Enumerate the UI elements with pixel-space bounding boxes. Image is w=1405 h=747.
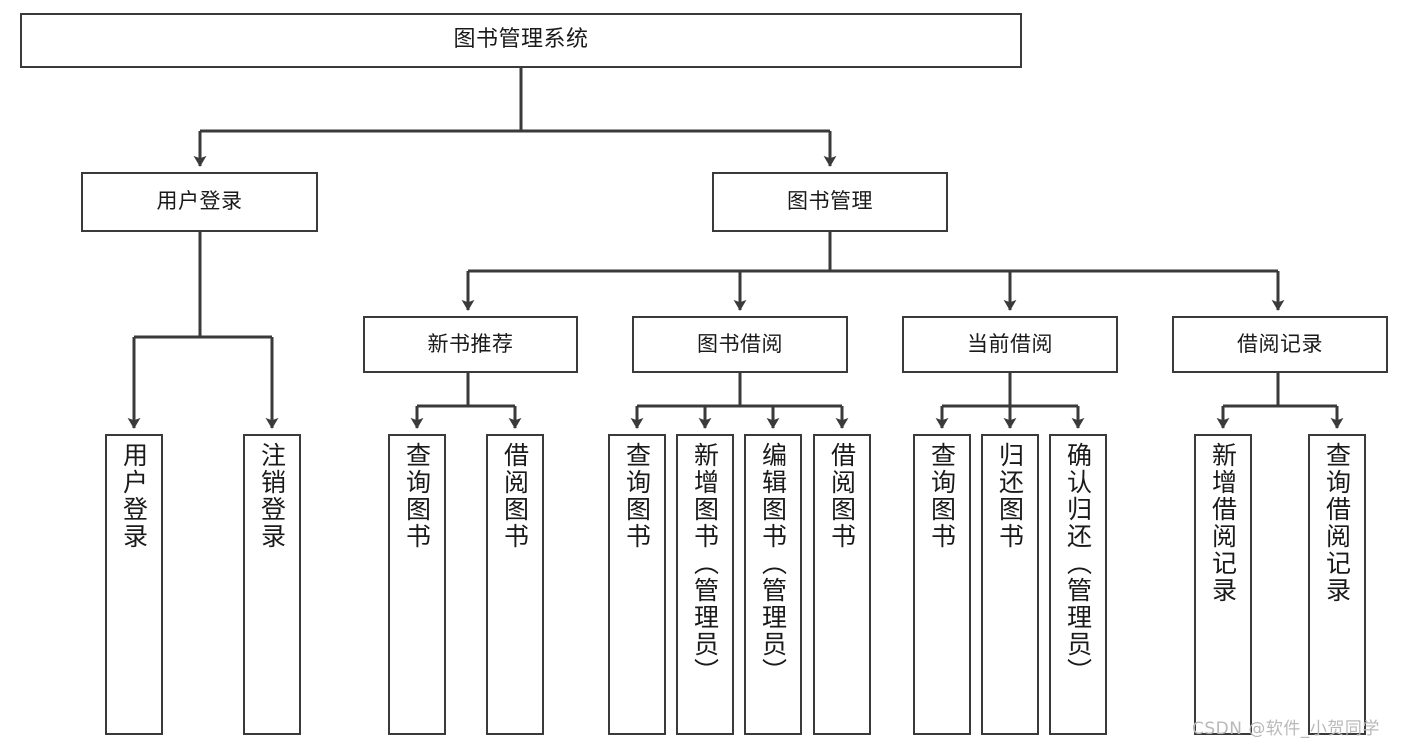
leaf-query-books-borrow-label: 查询图书 — [622, 442, 652, 550]
leaf-add-borrow-record[interactable]: 新增借阅记录 — [1194, 434, 1252, 735]
leaf-confirm-return-admin-label: 确认归还（管理员） — [1063, 442, 1093, 685]
leaf-return-books[interactable]: 归还图书 — [981, 434, 1039, 735]
leaf-edit-book-admin[interactable]: 编辑图书（管理员） — [744, 434, 802, 735]
leaf-confirm-return-admin[interactable]: 确认归还（管理员） — [1049, 434, 1107, 735]
node-book-management-label: 图书管理 — [787, 189, 873, 214]
node-book-management[interactable]: 图书管理 — [712, 172, 948, 232]
node-book-borrow[interactable]: 图书借阅 — [632, 316, 848, 373]
node-user-login[interactable]: 用户登录 — [81, 172, 318, 232]
node-new-book-recommend-label: 新书推荐 — [427, 331, 514, 356]
leaf-query-books-current-label: 查询图书 — [927, 442, 957, 550]
leaf-borrow-books-recommend-label: 借阅图书 — [500, 442, 530, 550]
leaf-user-login-label: 用户登录 — [119, 442, 149, 550]
leaf-edit-book-admin-label: 编辑图书（管理员） — [758, 442, 788, 685]
csdn-watermark: CSDN @软件_小贺同学 — [1192, 719, 1380, 739]
node-user-login-label: 用户登录 — [156, 189, 243, 214]
node-root-label: 图书管理系统 — [453, 27, 589, 53]
node-current-borrow[interactable]: 当前借阅 — [902, 316, 1118, 373]
leaf-borrow-books-recommend[interactable]: 借阅图书 — [486, 434, 544, 735]
node-borrow-records-label: 借阅记录 — [1237, 331, 1323, 356]
node-new-book-recommend[interactable]: 新书推荐 — [363, 316, 578, 373]
node-book-borrow-label: 图书借阅 — [697, 331, 783, 356]
leaf-add-book-admin[interactable]: 新增图书（管理员） — [676, 434, 734, 735]
leaf-borrow-books-label: 借阅图书 — [827, 442, 857, 550]
leaf-query-books-recommend-label: 查询图书 — [402, 442, 432, 550]
leaf-query-borrow-record[interactable]: 查询借阅记录 — [1308, 434, 1366, 735]
leaf-add-borrow-record-label: 新增借阅记录 — [1208, 442, 1238, 604]
leaf-return-books-label: 归还图书 — [995, 442, 1025, 550]
leaf-logout-label: 注销登录 — [257, 442, 287, 550]
leaf-borrow-books[interactable]: 借阅图书 — [813, 434, 871, 735]
leaf-logout[interactable]: 注销登录 — [243, 434, 301, 735]
leaf-query-books-recommend[interactable]: 查询图书 — [388, 434, 446, 735]
leaf-query-books-borrow[interactable]: 查询图书 — [608, 434, 666, 735]
leaf-query-borrow-record-label: 查询借阅记录 — [1322, 442, 1352, 604]
leaf-query-books-current[interactable]: 查询图书 — [913, 434, 971, 735]
leaf-add-book-admin-label: 新增图书（管理员） — [690, 442, 720, 685]
node-current-borrow-label: 当前借阅 — [967, 331, 1053, 356]
node-borrow-records[interactable]: 借阅记录 — [1172, 316, 1388, 373]
leaf-user-login[interactable]: 用户登录 — [105, 434, 163, 735]
node-root[interactable]: 图书管理系统 — [20, 13, 1022, 68]
